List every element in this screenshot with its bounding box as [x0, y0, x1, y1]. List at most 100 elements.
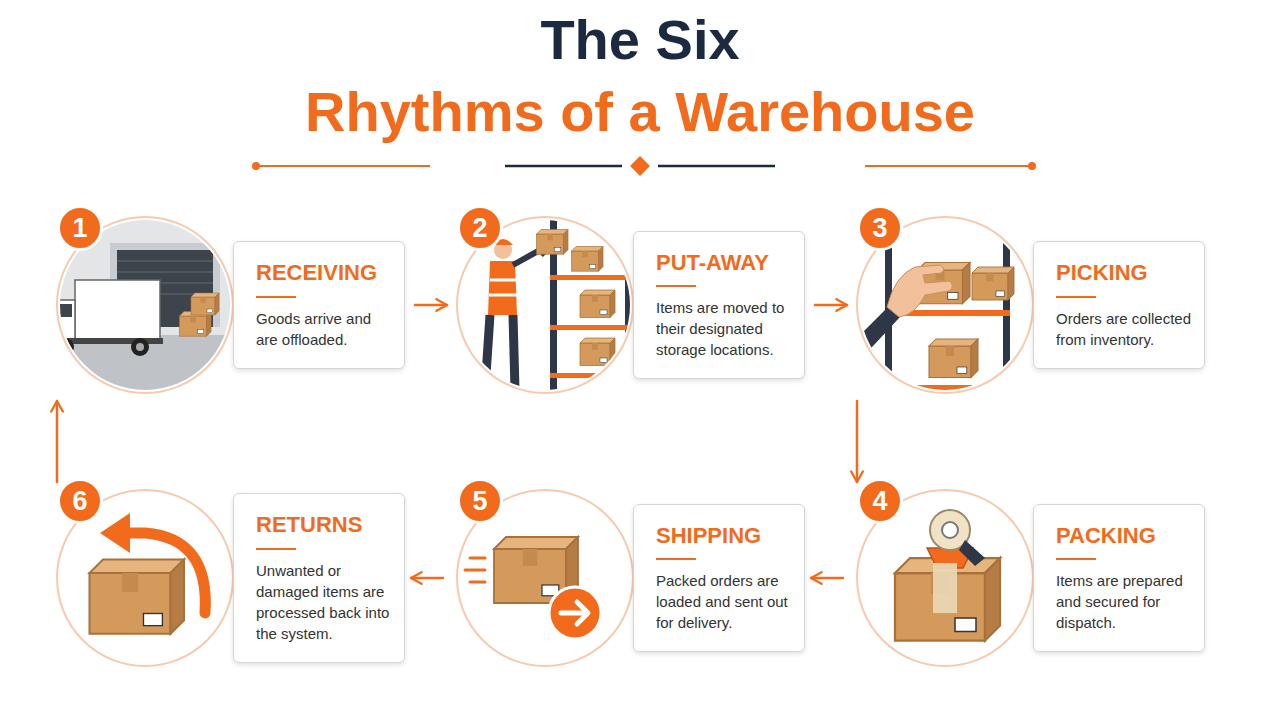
illustration-part [550, 325, 635, 330]
illustration-part [489, 294, 517, 297]
step-heading: PUT-AWAY [656, 250, 794, 276]
step-card: PUT-AWAY Items are moved to their designa… [633, 231, 805, 379]
step-node: 6RETURNSUnwanted or damaged items are pr… [53, 486, 405, 670]
illustration-part [505, 165, 622, 168]
illustration-part [933, 563, 957, 613]
accent-rule [656, 558, 696, 560]
illustration-part [550, 373, 635, 378]
illustration-part [895, 558, 1000, 641]
illustration-part [929, 339, 978, 378]
step-number: 2 [457, 205, 503, 251]
step-card: PACKING Items are prepared and secured fo… [1033, 504, 1205, 652]
illustration-part [580, 338, 615, 366]
illustration-part [490, 279, 517, 282]
illustration-part [895, 558, 1000, 641]
illustration-part [465, 558, 485, 582]
step-heading: SHIPPING [656, 523, 794, 549]
step-node: 2PUT-AWAYItems are moved to their design… [453, 213, 805, 397]
step-number: 5 [457, 478, 503, 524]
illustration-part [865, 165, 1030, 167]
flow-arrow [856, 401, 859, 482]
accent-rule [1056, 558, 1096, 560]
illustration-part [887, 265, 952, 317]
flow-arrow [811, 577, 843, 580]
illustration-part [90, 513, 206, 634]
illustration-part [136, 343, 144, 351]
illustration-part [485, 315, 515, 390]
step-description: Items are moved to their designated stor… [656, 297, 794, 360]
illustration-part [117, 260, 213, 262]
illustration-part [895, 510, 1000, 641]
accent-rule [256, 548, 296, 550]
step-card: SHIPPING Packed orders are loaded and sen… [633, 504, 805, 652]
illustration-part [258, 165, 430, 167]
step-node: 4PACKINGItems are prepared and secured f… [853, 486, 1205, 670]
illustration-part [550, 275, 635, 280]
illustration-part [1003, 215, 1010, 395]
step-heading: PICKING [1056, 260, 1194, 286]
illustration-part [625, 215, 632, 395]
illustration-part [972, 267, 1014, 300]
title-ornament [252, 156, 1036, 176]
illustration-part [561, 602, 588, 624]
illustration-part [537, 230, 569, 255]
step-number: 1 [57, 205, 103, 251]
step-node: 3PICKINGOrders are collected from invent… [853, 213, 1205, 397]
accent-rule [656, 285, 696, 287]
illustration-part [630, 156, 650, 176]
illustration-part [191, 293, 219, 315]
illustration-part [972, 267, 1014, 300]
flow-arrow [815, 304, 847, 307]
illustration-part [131, 338, 149, 356]
accent-rule [256, 296, 296, 298]
step-heading: PACKING [1056, 523, 1194, 549]
title: The Six [0, 8, 1280, 72]
illustration-part [485, 215, 635, 395]
illustration-part [117, 271, 213, 273]
illustration-part [470, 557, 485, 560]
illustration-part [580, 338, 615, 366]
illustration-part [191, 293, 219, 315]
illustration-part [580, 290, 615, 318]
step-card: RECEIVING Goods arrive and are offloaded. [233, 241, 405, 368]
subtitle: Rhythms of a Warehouse [0, 80, 1280, 144]
accent-rule [1056, 296, 1096, 298]
step-description: Orders are collected from inventory. [1056, 308, 1194, 350]
illustration-part [125, 533, 205, 613]
illustration-part [942, 522, 958, 538]
illustration-part [850, 305, 900, 360]
step-description: Unwanted or damaged items are processed … [256, 560, 394, 644]
illustration-part [252, 162, 260, 170]
step-heading: RETURNS [256, 512, 394, 538]
illustration-part [572, 247, 604, 272]
step-description: Goods arrive and are offloaded. [256, 308, 394, 350]
illustration-part [90, 560, 185, 634]
illustration-part [488, 261, 517, 315]
step-node: 1RECEIVINGGoods arrive and are offloaded… [53, 213, 405, 397]
step-heading: RECEIVING [256, 260, 394, 286]
step-description: Items are prepared and secured for dispa… [1056, 570, 1194, 633]
illustration-part [580, 290, 615, 318]
illustration-part [90, 560, 185, 634]
illustration-part [658, 165, 775, 168]
flow-arrow [415, 304, 447, 307]
illustration-part [56, 338, 74, 356]
step-description: Packed orders are loaded and sent out fo… [656, 570, 794, 633]
illustration-part [537, 230, 569, 255]
step-number: 4 [857, 478, 903, 524]
step-node: 5SHIPPINGPacked orders are loaded and se… [453, 486, 805, 670]
illustration-part [470, 581, 485, 584]
step-number: 3 [857, 205, 903, 251]
step-card: PICKING Orders are collected from invento… [1033, 241, 1205, 368]
flow-arrow [56, 401, 59, 482]
illustration-part [100, 513, 130, 553]
illustration-part [45, 300, 75, 342]
step-card: RETURNS Unwanted or damaged items are pro… [233, 493, 405, 662]
illustration-part [465, 537, 601, 639]
illustration-part [61, 343, 69, 351]
illustration-part [549, 587, 601, 639]
illustration-part [75, 280, 160, 342]
illustration-part [959, 540, 985, 566]
illustration-part [1028, 162, 1036, 170]
